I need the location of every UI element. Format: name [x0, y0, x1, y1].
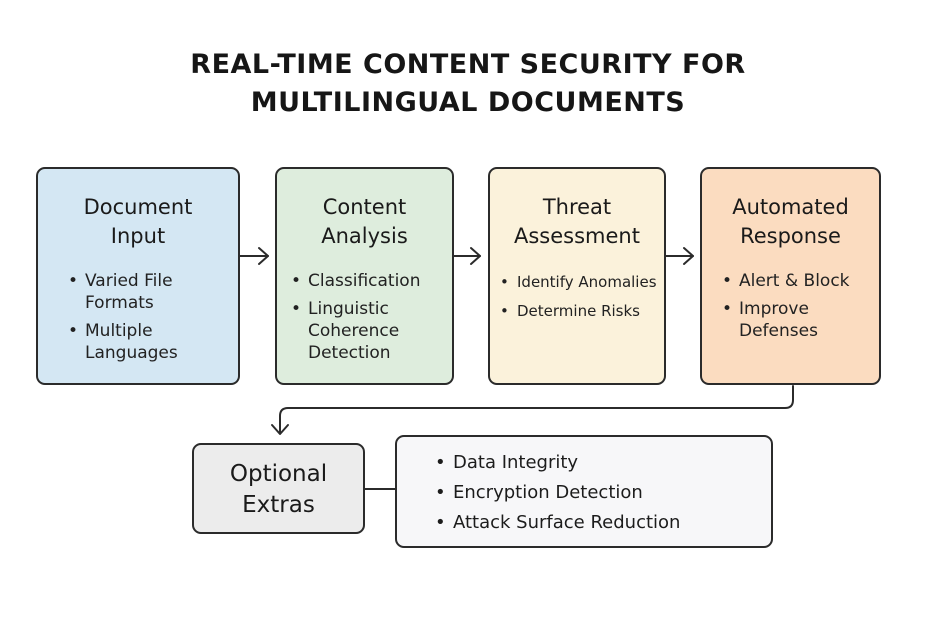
step-title: Automated Response: [702, 193, 879, 251]
bullet-item: Improve Defenses: [722, 298, 839, 342]
step-title: Threat Assessment: [490, 193, 664, 251]
optional-extras-list-box: Data Integrity Encryption Detection Atta…: [395, 435, 773, 548]
step-title-line: Content: [322, 195, 407, 219]
step-bullets: Identify Anomalies Determine Risks: [500, 271, 664, 329]
step-document-input: Document Input Varied File Formats Multi…: [36, 167, 240, 385]
bullet-item: Classification: [291, 270, 441, 292]
optional-extras-box: Optional Extras: [192, 443, 365, 534]
extras-title-line: Extras: [242, 492, 315, 518]
step-title-line: Input: [110, 224, 166, 248]
step-title: Document Input: [38, 193, 238, 251]
step-bullets: Varied File Formats Multiple Languages: [68, 270, 228, 370]
step-title-line: Assessment: [514, 224, 640, 248]
optional-extras-title: Optional Extras: [194, 459, 363, 521]
step-bullets: Alert & Block Improve Defenses: [722, 270, 872, 348]
arrow-response-to-extras: [271, 385, 794, 435]
step-automated-response: Automated Response Alert & Block Improve…: [700, 167, 881, 385]
bullet-item: Linguistic Coherence Detection: [291, 298, 441, 364]
extras-item: Data Integrity: [435, 451, 680, 475]
diagram-title: REAL-TIME CONTENT SECURITY FOR MULTILING…: [0, 46, 936, 122]
arrow-threat-to-response: [665, 247, 694, 265]
step-title-line: Analysis: [321, 224, 408, 248]
extras-item: Attack Surface Reduction: [435, 511, 680, 535]
step-threat-assessment: Threat Assessment Identify Anomalies Det…: [488, 167, 666, 385]
extras-list: Data Integrity Encryption Detection Atta…: [435, 451, 680, 541]
arrow-analysis-to-threat: [453, 247, 481, 265]
bullet-item: Varied File Formats: [68, 270, 228, 314]
extras-item: Encryption Detection: [435, 481, 680, 505]
bullet-item: Identify Anomalies: [500, 271, 664, 293]
step-title: Content Analysis: [277, 193, 452, 251]
step-title-line: Document: [83, 195, 193, 219]
step-bullets: Classification Linguistic Coherence Dete…: [291, 270, 441, 370]
bullet-item: Multiple Languages: [68, 320, 195, 364]
title-line-1: REAL-TIME CONTENT SECURITY FOR: [190, 49, 746, 80]
step-content-analysis: Content Analysis Classification Linguist…: [275, 167, 454, 385]
title-line-2: MULTILINGUAL DOCUMENTS: [250, 87, 686, 118]
step-title-line: Response: [740, 224, 841, 248]
extras-title-line: Optional: [229, 461, 328, 487]
arrow-input-to-analysis: [239, 247, 269, 265]
step-title-line: Threat: [542, 195, 612, 219]
bullet-item: Alert & Block: [722, 270, 872, 292]
step-title-line: Automated: [732, 195, 849, 219]
bullet-item: Determine Risks: [500, 300, 664, 322]
